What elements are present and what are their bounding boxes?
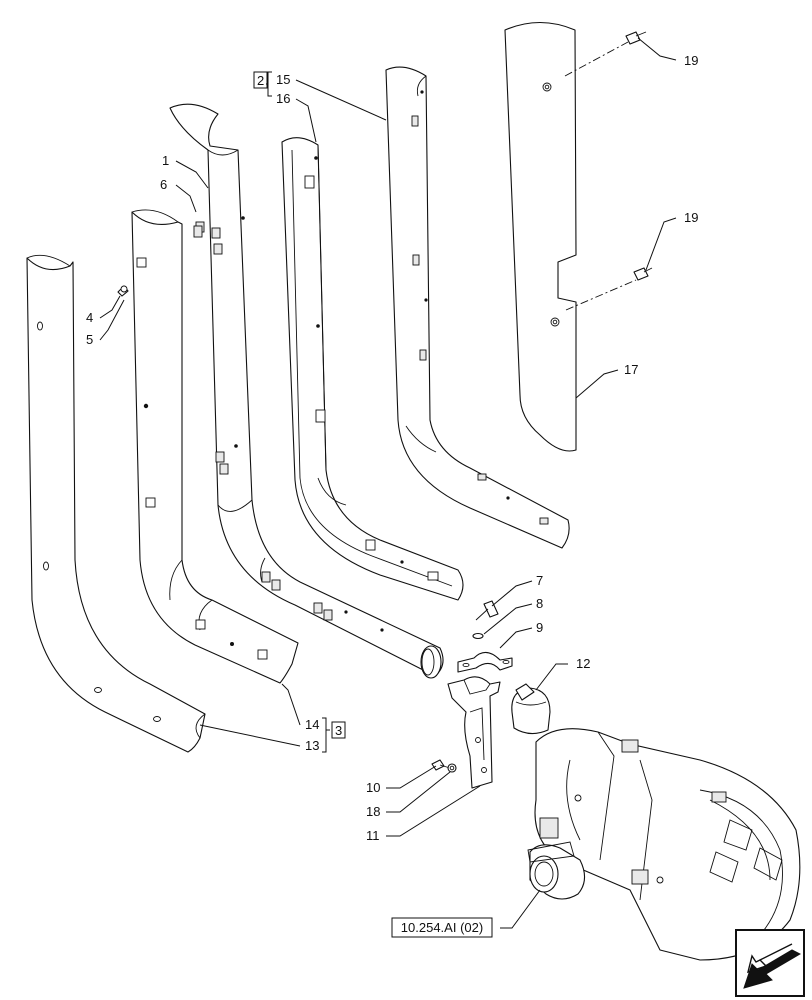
callout-1: 1 [162, 153, 169, 168]
callout-6: 6 [160, 177, 167, 192]
callout-7: 7 [536, 573, 543, 588]
clip-6 [193, 225, 203, 238]
exhaust-shield-left [26, 254, 206, 753]
callout-19-lower: 19 [684, 210, 698, 225]
u-bracket-9 [457, 651, 513, 673]
callout-10: 10 [366, 780, 380, 795]
mounting-bracket-11 [447, 676, 501, 789]
bolt-19-upper [564, 31, 647, 77]
group-bracket-13-14 [322, 717, 346, 753]
callout-12: 12 [576, 656, 590, 671]
callout-15: 15 [276, 72, 290, 87]
leader-lines [99, 37, 677, 929]
callout-2: 2 [257, 73, 264, 88]
callout-4: 4 [86, 310, 93, 325]
heat-shield-inner [281, 137, 464, 601]
group-bracket-15-16 [253, 71, 272, 97]
callout-3: 3 [335, 723, 342, 738]
pipe-guard-outer [385, 66, 570, 549]
arrow-back-icon[interactable] [735, 929, 805, 997]
exhaust-pipe-middle [169, 103, 444, 679]
callout-13: 13 [305, 738, 319, 753]
callout-17: 17 [624, 362, 638, 377]
callout-11: 11 [366, 828, 380, 843]
band-clamp-12 [511, 683, 551, 735]
aftertreatment-unit [527, 728, 801, 961]
screw-4 [117, 285, 129, 297]
bolt-10 [431, 759, 451, 771]
callout-18: 18 [366, 804, 380, 819]
bolt-19-lower [565, 267, 653, 311]
cover-plate [504, 22, 577, 452]
callout-16: 16 [276, 91, 290, 106]
washer-18 [447, 763, 457, 773]
callout-19-upper: 19 [684, 53, 698, 68]
reference-label: 10.254.AI (02) [401, 920, 483, 935]
exhaust-shield-second [131, 209, 299, 684]
callout-14: 14 [305, 717, 319, 732]
callout-5: 5 [86, 332, 93, 347]
bolt-7 [475, 600, 499, 621]
reference-box[interactable]: 10.254.AI (02) [391, 917, 493, 938]
callout-9: 9 [536, 620, 543, 635]
callout-8: 8 [536, 596, 543, 611]
washer-8 [472, 632, 484, 640]
